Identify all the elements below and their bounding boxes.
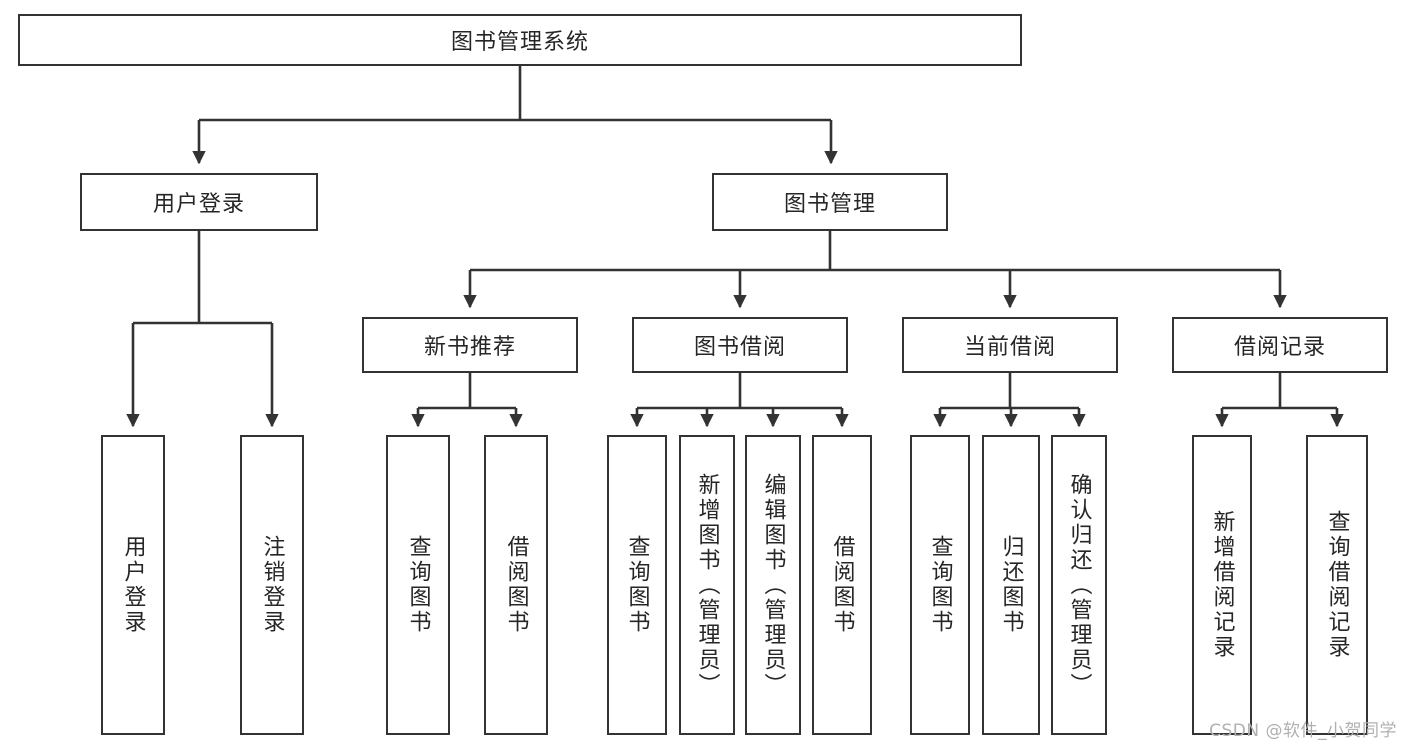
node-borrow-record-label: 借阅记录 (1233, 335, 1326, 360)
leaf-edit-book-admin-label: 编辑图书（管理员） (760, 472, 786, 698)
node-book-management[interactable]: 图书管理 (712, 173, 948, 231)
leaf-edit-book-admin[interactable]: 编辑图书（管理员） (745, 435, 801, 735)
leaf-logout[interactable]: 注销登录 (240, 435, 304, 735)
node-root[interactable]: 图书管理系统 (18, 14, 1022, 66)
node-current-borrow[interactable]: 当前借阅 (902, 317, 1118, 373)
leaf-confirm-return-admin-label: 确认归还（管理员） (1066, 472, 1092, 698)
leaf-current-query-book-label: 查询图书 (927, 535, 953, 635)
leaf-add-book-admin[interactable]: 新增图书（管理员） (679, 435, 735, 735)
node-new-book-recommend-label: 新书推荐 (423, 335, 516, 360)
leaf-query-borrow-record[interactable]: 查询借阅记录 (1306, 435, 1368, 735)
leaf-borrow-query-book[interactable]: 查询图书 (607, 435, 667, 735)
leaf-return-book-label: 归还图书 (998, 535, 1024, 635)
leaf-user-login[interactable]: 用户登录 (101, 435, 165, 735)
node-book-borrow[interactable]: 图书借阅 (632, 317, 848, 373)
leaf-query-borrow-record-label: 查询借阅记录 (1324, 510, 1350, 660)
leaf-newbook-query-book[interactable]: 查询图书 (386, 435, 450, 735)
leaf-logout-label: 注销登录 (259, 535, 285, 635)
leaf-return-book[interactable]: 归还图书 (982, 435, 1040, 735)
csdn-watermark: CSDN @软件_小贺同学 (1209, 721, 1397, 741)
node-root-label: 图书管理系统 (450, 30, 589, 55)
leaf-newbook-borrow-book-label: 借阅图书 (503, 535, 529, 635)
node-current-borrow-label: 当前借阅 (963, 335, 1056, 360)
leaf-confirm-return-admin[interactable]: 确认归还（管理员） (1051, 435, 1107, 735)
leaf-newbook-borrow-book[interactable]: 借阅图书 (484, 435, 548, 735)
leaf-add-borrow-record-label: 新增借阅记录 (1209, 510, 1235, 660)
leaf-add-book-admin-label: 新增图书（管理员） (694, 472, 720, 698)
leaf-borrow-book-label: 借阅图书 (829, 535, 855, 635)
node-user-login-label: 用户登录 (152, 192, 245, 217)
leaf-current-query-book[interactable]: 查询图书 (910, 435, 970, 735)
leaf-borrow-book[interactable]: 借阅图书 (812, 435, 872, 735)
node-borrow-record[interactable]: 借阅记录 (1172, 317, 1388, 373)
node-book-borrow-label: 图书借阅 (693, 335, 786, 360)
node-user-login[interactable]: 用户登录 (80, 173, 318, 231)
leaf-newbook-query-book-label: 查询图书 (405, 535, 431, 635)
leaf-borrow-query-book-label: 查询图书 (624, 535, 650, 635)
node-book-management-label: 图书管理 (783, 192, 876, 217)
node-new-book-recommend[interactable]: 新书推荐 (362, 317, 578, 373)
leaf-add-borrow-record[interactable]: 新增借阅记录 (1192, 435, 1252, 735)
leaf-user-login-label: 用户登录 (120, 535, 146, 635)
